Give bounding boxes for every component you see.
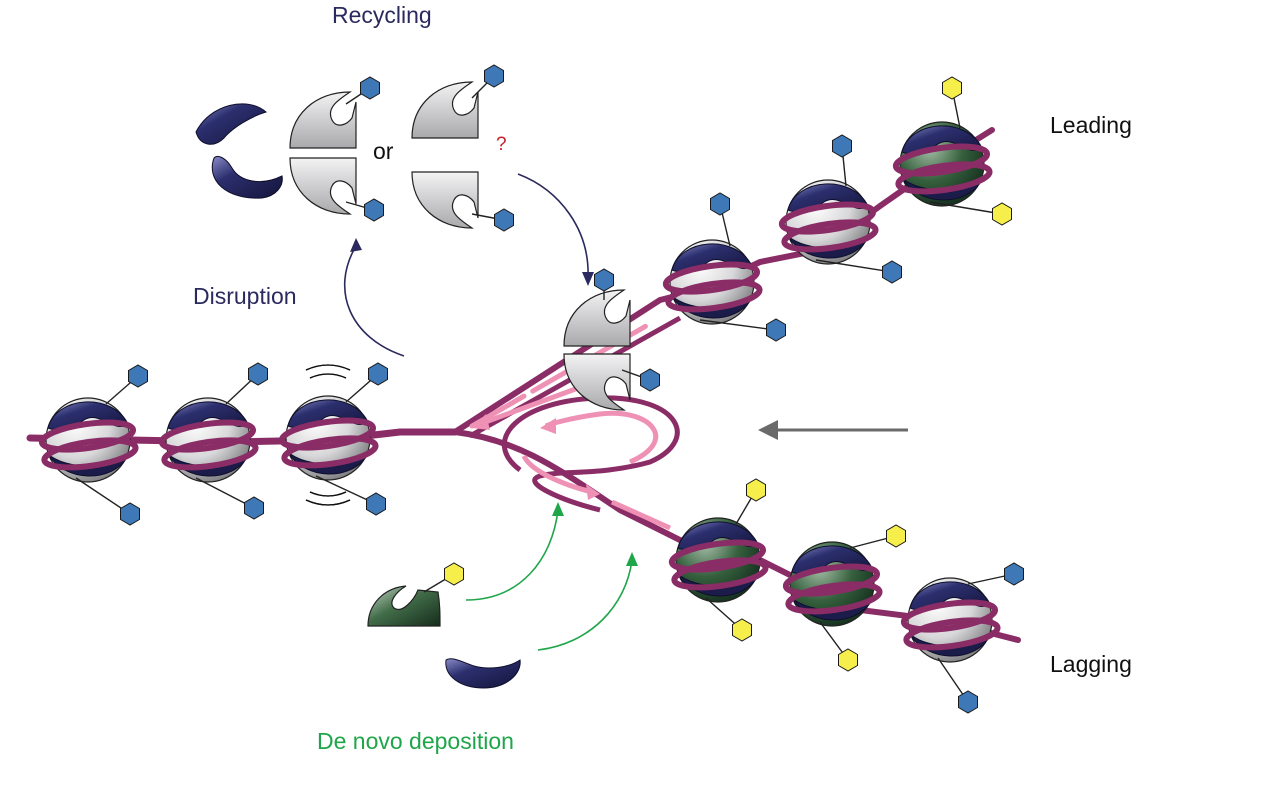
- leading-nucleosome-1-mark-top: [710, 192, 730, 216]
- leading-nucleosome-2-mark-bottom: [882, 260, 902, 284]
- or-label: or: [373, 138, 394, 164]
- leading-strand-label: Leading: [1050, 112, 1132, 138]
- parental-nucleosome-3-mark-top: [368, 362, 388, 386]
- lagging-loop-strand: [501, 395, 680, 513]
- lagging-nucleosome-3-mark-bottom: [958, 690, 978, 714]
- okazaki-fragment-3: [610, 499, 672, 531]
- new-h2a-h2b-dimer: [445, 658, 521, 689]
- parental-nucleosome-2-mark-top: [248, 362, 268, 386]
- parental-nucleosome-2-mark-bottom: [244, 496, 264, 520]
- vibration-top-1: [309, 373, 347, 379]
- parental-nucleosome-3: [278, 395, 379, 481]
- dna-wrap-2: [785, 581, 883, 615]
- dimer-mark-top: [484, 64, 504, 88]
- leading-nucleosome-3-mark-bottom-tail: [929, 201, 1003, 215]
- recycling-label: Recycling: [332, 2, 432, 28]
- fork-h3-h4-top: [563, 289, 631, 347]
- recycling-arrow-head: [582, 272, 594, 286]
- free-histones: [195, 64, 660, 689]
- parental-nucleosome-2: [158, 397, 259, 483]
- okazaki-fragment-1: [544, 410, 659, 465]
- lagging-nucleosome-1-mark-top: [746, 478, 766, 502]
- parental-nucleosome-1-mark-top: [128, 364, 148, 388]
- dna-wrap-2: [671, 557, 769, 591]
- arrows: [343, 173, 908, 651]
- leading-nucleosome-1-mark-bottom-tail: [699, 319, 777, 331]
- dna-wrap-2: [41, 437, 139, 471]
- new-h3-h4-dimer: [367, 585, 441, 627]
- recycled-h3-h4-tetramer-bottom: [289, 157, 357, 215]
- disruption-label: Disruption: [193, 283, 297, 309]
- recycling-arrow: [517, 173, 589, 279]
- dna-wrap-1: [782, 563, 881, 597]
- recycled-h3-h4-dimer-top: [411, 81, 479, 139]
- tetramer-mark-bottom: [364, 198, 384, 222]
- lagging-nucleosome-2: [782, 541, 883, 627]
- fork-mark-bottom: [640, 368, 660, 392]
- lagging-nucleosome-2-mark-top: [886, 524, 906, 548]
- dna-wrap-2: [281, 435, 379, 469]
- leading-nucleosome-1-mark-bottom: [766, 318, 786, 342]
- dna-wrap-2: [665, 279, 763, 313]
- leading-nascent-arrowhead: [472, 414, 490, 430]
- dna-wrap-1: [662, 261, 761, 295]
- disruption-arrow-head: [350, 238, 362, 252]
- okazaki-arrowhead-1: [540, 418, 556, 434]
- de-novo-arrow-2: [537, 559, 633, 651]
- question-mark: ?: [496, 134, 507, 155]
- vibration-bottom-outer-1: [305, 499, 351, 506]
- parental-nucleosome-1: [38, 397, 139, 483]
- parental-nucleosome-1-mark-bottom: [120, 502, 140, 526]
- leading-nucleosome-3-mark-top: [942, 76, 962, 100]
- leading-nucleosome-3: [892, 121, 993, 207]
- okazaki-fragment-2: [521, 454, 593, 495]
- lagging-strand-label: Lagging: [1050, 651, 1132, 677]
- de-novo-arrow-1-head: [552, 502, 564, 516]
- dna-wrap-1: [158, 419, 257, 453]
- lagging-nucleosome-3-mark-top: [1004, 562, 1024, 586]
- dna-wrap-1: [892, 143, 991, 177]
- vibration-top-outer-1: [305, 364, 351, 371]
- dimer-mark-bottom: [494, 208, 514, 232]
- fork-direction-arrowhead: [758, 420, 778, 440]
- new-h3-h4-mark: [444, 562, 464, 586]
- tetramer-mark-top: [360, 76, 380, 100]
- de-novo-arrow-1: [465, 509, 559, 601]
- dna-wrap-2: [161, 437, 259, 471]
- dna-wrap-2: [903, 617, 1001, 651]
- disruption-arrow: [343, 245, 405, 357]
- leading-nucleosome-2-mark-bottom-tail: [815, 259, 893, 273]
- dna-wrap-1: [38, 419, 137, 453]
- lagging-nucleosome-2-mark-bottom: [838, 648, 858, 672]
- de-novo-arrow-2-head: [626, 552, 638, 566]
- recycled-h3-h4-tetramer-top: [289, 91, 357, 149]
- dna-wrap-2: [781, 219, 879, 253]
- dna-wrap-2: [895, 161, 993, 195]
- recycled-h2a-h2b-dimer-top: [195, 103, 268, 145]
- leading-nucleosome-3-mark-bottom: [992, 202, 1012, 226]
- fork-h3-h4-bottom: [563, 353, 631, 411]
- lagging-nucleosome-1: [668, 517, 769, 603]
- leading-nucleosome-1: [662, 239, 763, 325]
- vibration-bottom-1: [309, 491, 347, 497]
- parental-nucleosome-3-mark-bottom: [366, 492, 386, 516]
- leading-nucleosome-2-mark-top: [832, 134, 852, 158]
- recycled-h3-h4-dimer-bottom: [411, 171, 479, 229]
- de-novo-deposition-label: De novo deposition: [317, 728, 514, 754]
- lagging-nucleosome-1-mark-bottom: [732, 618, 752, 642]
- nucleosomes: [38, 76, 1024, 714]
- dna-wrap-1: [278, 417, 377, 451]
- leading-nucleosome-2: [778, 179, 879, 265]
- lagging-nucleosome-3: [900, 577, 1001, 663]
- dna-wrap-1: [778, 201, 877, 235]
- recycled-h2a-h2b-dimer-bottom: [211, 155, 283, 199]
- fork-mark-top: [594, 268, 614, 292]
- dna-wrap-1: [900, 599, 999, 633]
- dna-wrap-1: [668, 539, 767, 573]
- okazaki-arrowhead-2: [586, 484, 600, 500]
